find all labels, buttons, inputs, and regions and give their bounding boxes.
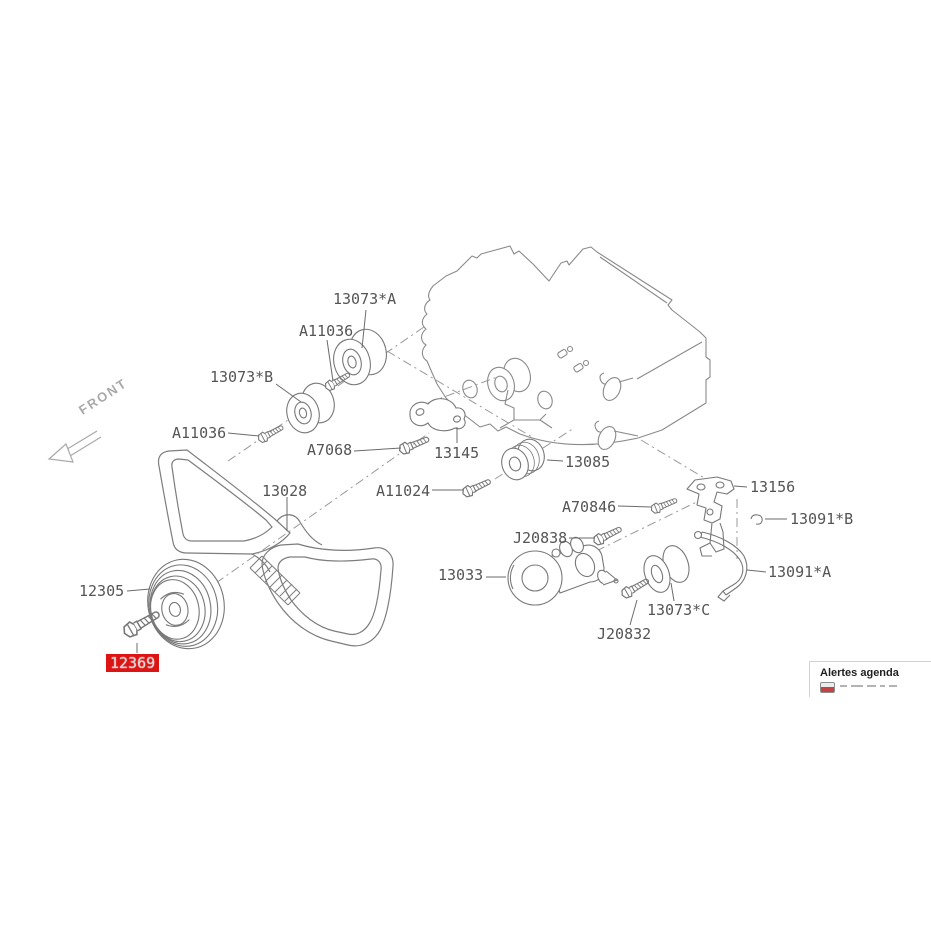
- cover-boss-lower: [594, 420, 639, 450]
- crank-pulley-12305-drawing: [147, 558, 225, 650]
- part-label-A11036[interactable]: A11036: [172, 424, 227, 442]
- part-label-J20838[interactable]: J20838: [513, 529, 568, 547]
- timing-belt-13028-drawing: [157, 449, 394, 647]
- front-arrow-icon: [47, 430, 102, 463]
- part-label-12369[interactable]: 12369: [106, 654, 160, 672]
- cover-boss-upper: [599, 372, 634, 401]
- belt-teeth: [249, 555, 301, 606]
- agenda-alert-item: [820, 682, 931, 693]
- part-label-13073C[interactable]: 13073*C: [647, 601, 711, 619]
- engine-block-outline: [420, 245, 711, 450]
- part-label-13028[interactable]: 13028: [262, 482, 308, 500]
- clip-13091B-drawing: [750, 514, 763, 525]
- bolt-j20832: [618, 574, 652, 601]
- tensioner-13033-drawing: [507, 536, 619, 606]
- alert-item-text-fragment: [880, 684, 885, 687]
- alert-item-text-fragment: [889, 684, 897, 687]
- bolt-a11036-lower: [255, 422, 286, 445]
- part-label-A11036[interactable]: A11036: [299, 322, 354, 340]
- part-label-A7068[interactable]: A7068: [307, 441, 353, 459]
- engine-clips: [557, 345, 590, 373]
- part-label-13073B[interactable]: 13073*B: [210, 368, 274, 386]
- bolt-j20838: [591, 523, 625, 548]
- part-label-J20832[interactable]: J20832: [597, 625, 652, 643]
- roller-13073C-drawing: [643, 545, 690, 593]
- agenda-alert-title: Alertes agenda: [820, 667, 899, 679]
- roller-13085-drawing: [501, 438, 545, 481]
- part-label-13156[interactable]: 13156: [750, 478, 796, 496]
- bolt-a70846: [649, 494, 680, 516]
- idler-13073B-drawing: [286, 382, 335, 434]
- part-label-A11024[interactable]: A11024: [376, 482, 431, 500]
- agenda-alert-popup[interactable]: Alertes agenda: [809, 661, 931, 697]
- rod-13091A-drawing: [693, 530, 748, 602]
- leader-lines: [126, 309, 787, 653]
- part-label-13091A[interactable]: 13091*A: [768, 563, 832, 581]
- bolt-a11024: [460, 475, 494, 500]
- part-label-13145[interactable]: 13145: [434, 444, 480, 462]
- part-label-13033[interactable]: 13033: [438, 566, 484, 584]
- bolt-a7068: [396, 432, 432, 457]
- bracket-13145-drawing: [409, 398, 466, 432]
- alert-item-text-fragment: [840, 684, 847, 687]
- part-label-A70846[interactable]: A70846: [562, 498, 617, 516]
- part-label-13091B[interactable]: 13091*B: [790, 510, 854, 528]
- part-label-13085[interactable]: 13085: [565, 453, 611, 471]
- part-label-12305[interactable]: 12305: [79, 582, 125, 600]
- part-label-13073A[interactable]: 13073*A: [333, 290, 397, 308]
- engine-pulley-cluster: [462, 357, 553, 429]
- bracket-13156-drawing: [686, 476, 735, 557]
- idler-13073A-drawing: [333, 328, 387, 386]
- alert-item-text-fragment: [867, 684, 876, 687]
- alert-item-text-fragment: [851, 684, 863, 687]
- alert-item-icon: [820, 682, 835, 693]
